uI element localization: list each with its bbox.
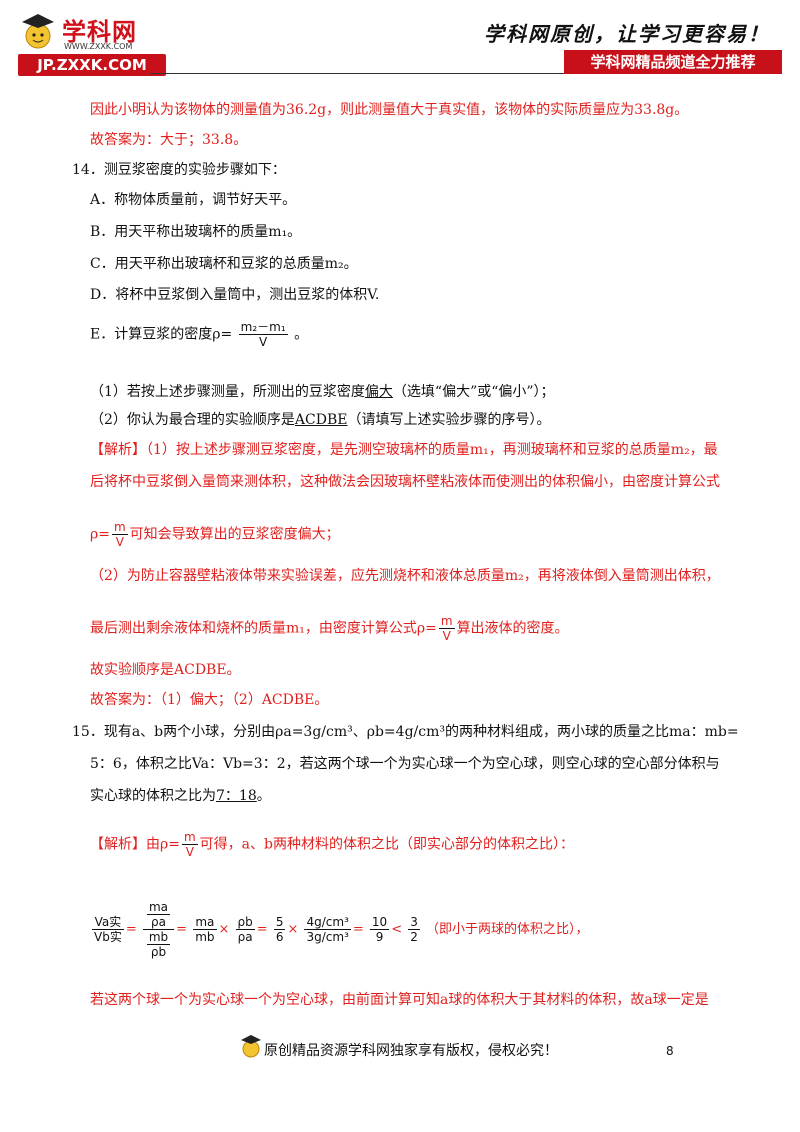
channel-banner: 学科网精品频道全力推荐	[564, 50, 782, 74]
step-c: C．用天平称出玻璃杯和豆浆的总质量m₂。	[90, 256, 358, 272]
question-14-2: （2）你认为最合理的实验顺序是ACDBE（请填写上述实验步骤的序号）。	[90, 412, 551, 428]
question-14-1: （1）若按上述步骤测量，所测出的豆浆密度偏大（选填“偏大”或“偏小”）；	[90, 384, 555, 400]
analysis-line: 故答案为：（1）偏大；（2）ACDBE。	[90, 692, 329, 708]
slogan: 学科网原创，让学习更容易！	[484, 22, 770, 46]
graduate-mascot-icon	[241, 1035, 261, 1058]
text-line: 故答案为：大于；33.8。	[90, 132, 248, 148]
logo-url-bar: JP.ZXXK.COM	[18, 54, 166, 76]
header-divider	[150, 73, 570, 74]
analysis-line: 故实验顺序是ACDBE。	[90, 662, 241, 678]
question-15-cont: 5：6，体积之比Va：Vb=3：2，若这两个球一个为实心球一个为空心球，则空心球…	[90, 756, 720, 772]
page-number: 8	[666, 1044, 674, 1058]
logo-subtitle: WWW.ZXXK.COM	[64, 42, 133, 51]
logo: 学科网 WWW.ZXXK.COM JP.ZXXK.COM	[18, 10, 168, 76]
page-header: 学科网 WWW.ZXXK.COM JP.ZXXK.COM 学科网原创，让学习更容…	[0, 0, 800, 82]
logo-title: 学科网	[62, 18, 137, 46]
answer-blank: ACDBE	[294, 412, 348, 428]
step-a: A．称物体质量前，调节好天平。	[90, 192, 297, 208]
analysis-line: （2）为防止容器壁粘液体带来实验误差，应先测烧杯和液体总质量m₂，再将液体倒入量…	[90, 568, 720, 584]
analysis-line: 【解析】（1）按上述步骤测豆浆密度，是先测空玻璃杯的质量m₁，再测玻璃杯和豆浆的…	[90, 442, 718, 458]
step-b: B．用天平称出玻璃杯的质量m₁。	[90, 224, 302, 240]
step-d: D．将杯中豆浆倒入量筒中，测出豆浆的体积V.	[90, 287, 380, 303]
question-15: 15．现有a、b两个小球，分别由ρa=3g/cm³、ρb=4g/cm³的两种材料…	[72, 724, 739, 740]
question-15-cont: 实心球的体积之比为7：18。	[90, 788, 271, 804]
question-14: 14．测豆浆密度的实验步骤如下：	[72, 162, 286, 178]
copyright-footer: 原创精品资源学科网独家享有版权，侵权必究！	[264, 1043, 558, 1059]
analysis-line: 若这两个球一个为实心球一个为空心球，由前面计算可知a球的体积大于其材料的体积，故…	[90, 992, 709, 1008]
analysis-line: 后将杯中豆浆倒入量筒来测体积，这种做法会因玻璃杯壁粘液体而使测出的体积偏小，由密…	[90, 474, 720, 490]
graduate-mascot-icon	[22, 14, 54, 49]
answer-blank: 7：18	[216, 788, 257, 804]
text-line: 因此小明认为该物体的测量值为36.2g，则此测量值大于真实值，该物体的实际质量应…	[90, 102, 689, 118]
answer-blank: 偏大	[364, 384, 393, 400]
